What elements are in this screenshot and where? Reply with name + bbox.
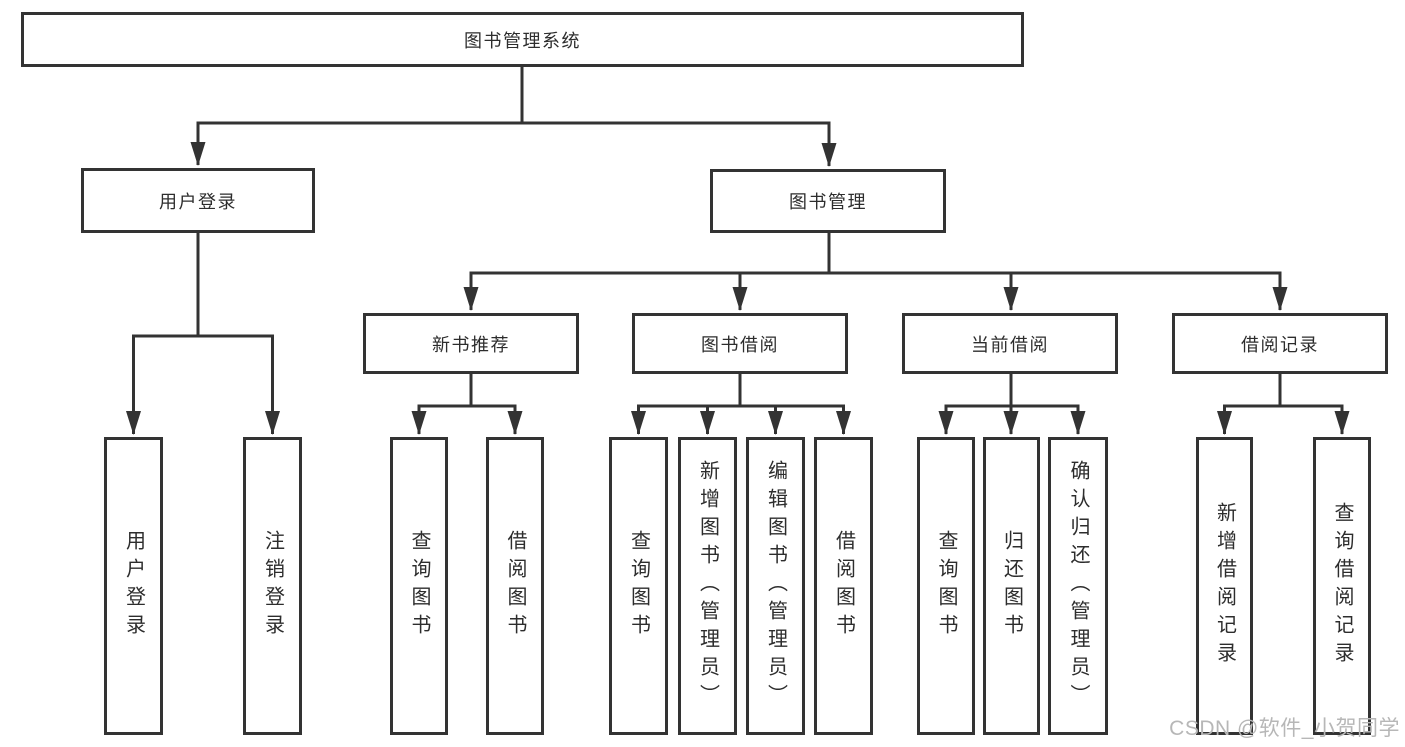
edge-borrow-leaf2 xyxy=(700,374,742,435)
node-root: 图书管理系统 xyxy=(21,12,1024,67)
leaf-borrow-add-book-admin: 新增图书（管理员） xyxy=(678,437,737,735)
edge-borrow-leaf3 xyxy=(738,374,783,435)
leaf-recommend-borrow-book-label: 借阅图书 xyxy=(504,530,526,642)
leaf-current-query-book: 查询图书 xyxy=(917,437,975,735)
leaf-recommend-borrow-book: 借阅图书 xyxy=(486,437,544,735)
leaf-current-confirm-return-admin: 确认归还（管理员） xyxy=(1048,437,1108,735)
node-book-management: 图书管理 xyxy=(710,169,946,233)
leaf-recommend-query-book-label: 查询图书 xyxy=(408,530,430,642)
edge-recommend-leaf1 xyxy=(411,374,473,435)
edge-root-to-user-login xyxy=(190,67,524,166)
edge-current-leaf1 xyxy=(938,374,1013,435)
edge-mgmt-to-record xyxy=(827,233,1288,311)
edge-borrow-leaf4 xyxy=(738,374,851,435)
edge-mgmt-to-borrow xyxy=(732,233,831,311)
leaf-borrow-borrow-book-label: 借阅图书 xyxy=(832,530,855,642)
leaf-record-add-borrow-record-label: 新增借阅记录 xyxy=(1213,502,1236,670)
edge-borrow-leaf1 xyxy=(631,374,742,435)
edge-current-leaf3 xyxy=(1009,374,1086,435)
edge-root-to-book-management xyxy=(520,67,837,167)
node-user-login: 用户登录 xyxy=(81,168,315,233)
node-borrow-record: 借阅记录 xyxy=(1172,313,1388,374)
leaf-current-confirm-return-admin-label: 确认归还（管理员） xyxy=(1067,460,1089,712)
edge-login-to-leaf2 xyxy=(196,233,280,435)
leaf-borrow-edit-book-admin-label: 编辑图书（管理员） xyxy=(764,460,787,712)
leaf-logout-login-label: 注销登录 xyxy=(261,530,284,642)
leaf-record-query-borrow-record: 查询借阅记录 xyxy=(1313,437,1371,735)
leaf-borrow-query-book-label: 查询图书 xyxy=(627,530,650,642)
node-current-borrow: 当前借阅 xyxy=(902,313,1118,374)
leaf-borrow-borrow-book: 借阅图书 xyxy=(814,437,873,735)
leaf-recommend-query-book: 查询图书 xyxy=(390,437,448,735)
leaf-current-return-book-label: 归还图书 xyxy=(1000,530,1023,642)
leaf-user-login: 用户登录 xyxy=(104,437,163,735)
leaf-borrow-edit-book-admin: 编辑图书（管理员） xyxy=(746,437,805,735)
leaf-current-return-book: 归还图书 xyxy=(983,437,1040,735)
leaf-user-login-label: 用户登录 xyxy=(122,530,145,642)
leaf-logout-login: 注销登录 xyxy=(243,437,302,735)
edge-record-leaf2 xyxy=(1278,374,1350,435)
leaf-record-add-borrow-record: 新增借阅记录 xyxy=(1196,437,1253,735)
edge-record-leaf1 xyxy=(1217,374,1282,435)
leaf-record-query-borrow-record-label: 查询借阅记录 xyxy=(1331,502,1353,670)
node-book-borrow: 图书借阅 xyxy=(632,313,848,374)
edge-login-to-leaf1 xyxy=(126,233,200,435)
edge-recommend-leaf2 xyxy=(469,374,523,435)
leaf-current-query-book-label: 查询图书 xyxy=(935,530,957,642)
node-new-book-recommend: 新书推荐 xyxy=(363,313,579,374)
leaf-borrow-query-book: 查询图书 xyxy=(609,437,668,735)
leaf-borrow-add-book-admin-label: 新增图书（管理员） xyxy=(696,460,719,712)
csdn-watermark: CSDN @软件_小贺同学 xyxy=(1169,717,1400,740)
